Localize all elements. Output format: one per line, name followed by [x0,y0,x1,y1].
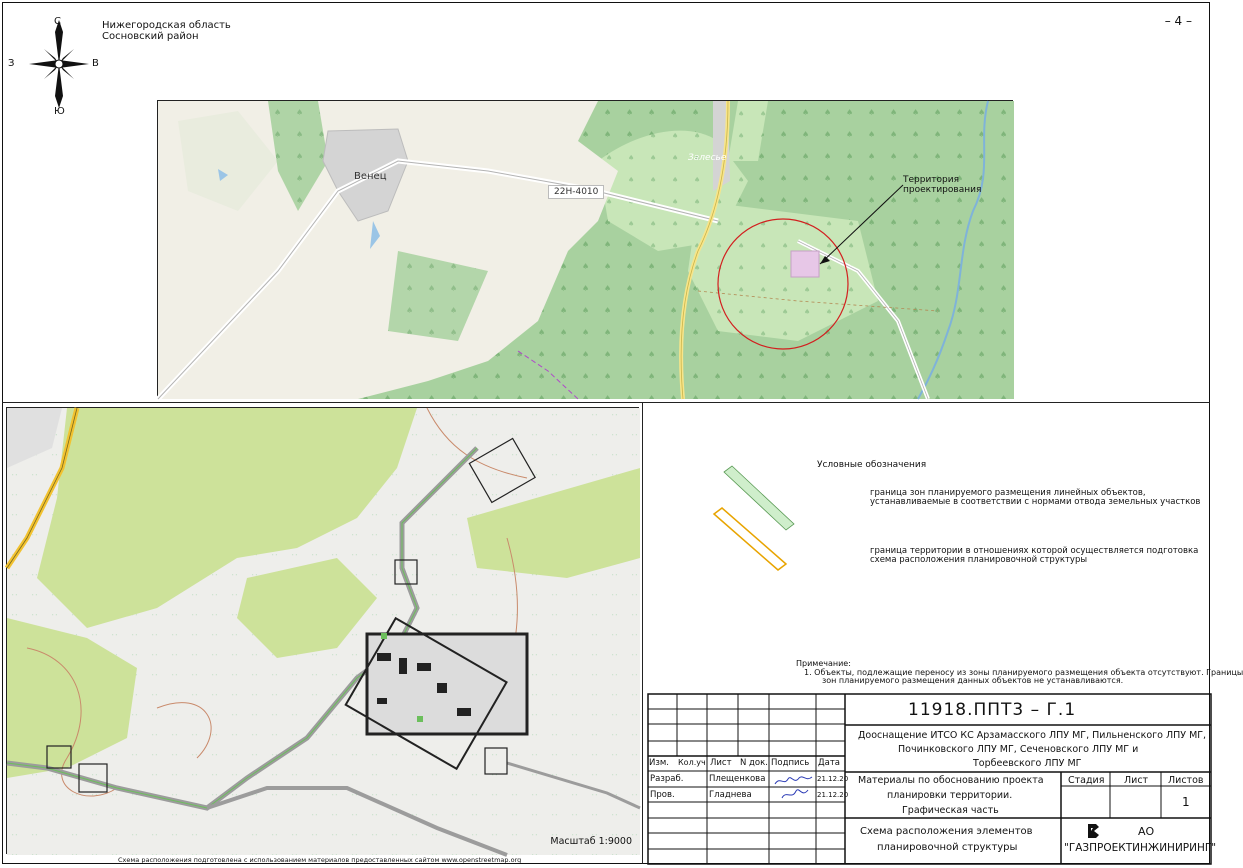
pointer-line-2: проектирования [903,185,982,195]
sheet-label: Лист [1124,775,1149,786]
road-label: 22Н-4010 [548,185,605,199]
project-territory-pointer: Территория проектирования [903,175,981,195]
detail-map[interactable]: ˙˙ [4,407,641,857]
legend-item-1-line-1: граница зон планируемого размещения лине… [870,488,1146,498]
doc-type-line-2: планировки территории. [887,790,1013,801]
compass-rose: С Ю З В [8,16,99,118]
header-kol-uch: Кол.уч. [678,758,709,767]
legend-linear-zone-swatch [723,465,795,531]
page-number: – 4 – [1164,14,1192,28]
village-label: Венец [354,171,387,182]
scheme-title-line-2: планировочной структуры [877,842,1018,853]
drawing-sheet [2,2,1210,864]
header-list: Лист [710,758,732,768]
region-line-1: Нижегородская область [102,20,231,31]
legend-item-2-line-2: схема расположения планировочной структу… [870,555,1088,565]
document-code: 11918.ППТ3 – Г.1 [908,700,1077,720]
signature-icon [774,776,813,799]
overview-map[interactable]: ♠ ♠ [156,100,1014,401]
title-block-grid [647,693,1212,865]
legend-item-1-line-2: устанавливаемые в соответствии с нормами… [870,497,1201,507]
region-line-2: Сосновский район [102,31,199,42]
title-block: 11918.ППТ3 – Г.1 Дооснащение ИТСО КС Арз… [647,693,1217,866]
header-data: Дата [818,758,841,768]
header-podpis: Подпись [771,758,810,768]
scheme-title-line-1: Схема расположения элементов [860,826,1033,837]
note-title: Примечание: [796,659,851,668]
project-title-line-2: Починковского ЛПУ МГ, Сеченовского ЛПУ М… [898,744,1139,755]
org-prefix: АО [1138,825,1155,838]
legend-item-territory: граница территории в отношениях которой … [870,547,1198,565]
settlement-label: Залесье [688,153,727,163]
pointer-line-1: Территория [903,175,960,185]
map-scale: Масштаб 1:9000 [550,836,632,847]
org-name: "ГАЗПРОЕКТИНЖИНИРИНГ" [1064,842,1217,854]
note-line-2: зон планируемого размещения данных объек… [822,676,1124,685]
row-checker-role: Пров. [650,790,675,800]
row-checker-date: 21.12.20 [817,791,849,799]
legend-item-linear-zone: граница зон планируемого размещения лине… [870,489,1200,507]
stage-label: Стадия [1068,775,1105,786]
row-developer-date: 21.12.20 [817,775,849,783]
row-developer-name: Плещенкова [709,774,766,784]
region-label: Нижегородская область Сосновский район [102,20,231,42]
compass-icon [29,20,89,108]
legend-territory-swatch [712,507,788,571]
legend-title: Условные обозначения [817,460,927,470]
sheets-label: Листов [1168,775,1204,786]
map-credit: Схема расположения подготовлена с исполь… [118,856,522,864]
header-n-dok: N док. [740,758,768,768]
header-izm: Изм. [649,758,669,768]
legend-swatches [712,465,795,571]
compass-east: В [92,58,99,69]
sheets-value: 1 [1182,795,1190,809]
note-block: Примечание: 1. Объекты, подлежащие перен… [796,659,1243,686]
project-title-line-3: Торбеевского ЛПУ МГ [973,758,1082,769]
compass-south: Ю [54,106,65,117]
row-checker-name: Гладнева [709,790,752,800]
project-title-line-1: Дооснащение ИТСО КС Арзамасского ЛПУ МГ,… [858,730,1207,741]
compass-north: С [54,16,61,27]
sheet-divider [2,402,1210,403]
compass-west: З [8,58,15,69]
sheet-divider-vertical [642,402,643,864]
note-line-1: 1. Объекты, подлежащие переносу из зоны … [804,667,1243,677]
doc-type-line-1: Материалы по обоснованию проекта [858,775,1044,786]
row-developer-role: Разраб. [650,774,684,784]
company-logo-icon [1088,824,1099,838]
doc-type-line-3: Графическая часть [902,805,999,816]
legend-item-2-line-1: граница территории в отношениях которой … [870,546,1199,556]
